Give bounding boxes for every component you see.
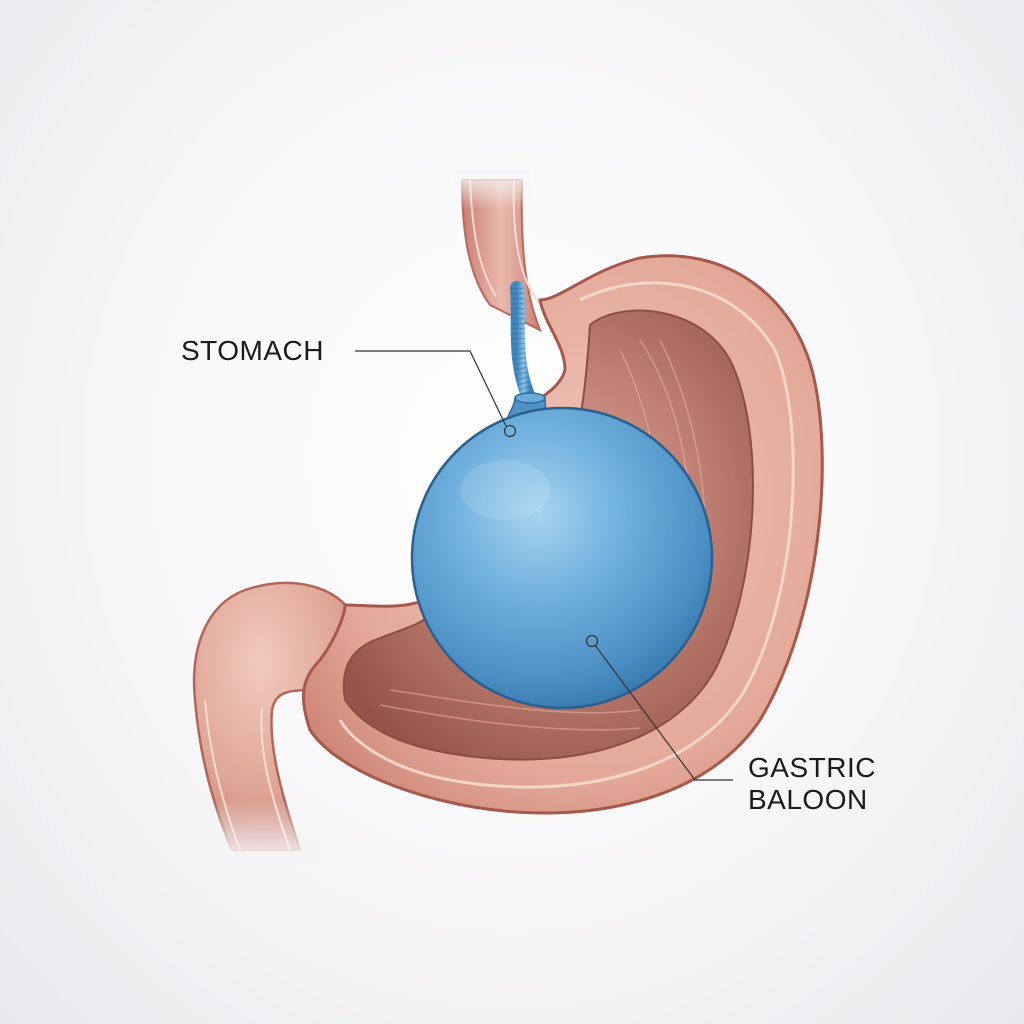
balloon-leader-line [585,634,733,781]
duodenum [190,581,362,860]
gastric-balloon [410,406,714,710]
esophagus [455,170,542,333]
gastric-balloon-label: GASTRIC BALOON [748,752,876,816]
stomach-leader-line [355,350,517,438]
gastric-balloon-label-line1: GASTRIC [748,752,876,783]
gastric-balloon-label-line2: BALOON [748,784,868,815]
stomach-label: STOMACH [181,335,324,366]
